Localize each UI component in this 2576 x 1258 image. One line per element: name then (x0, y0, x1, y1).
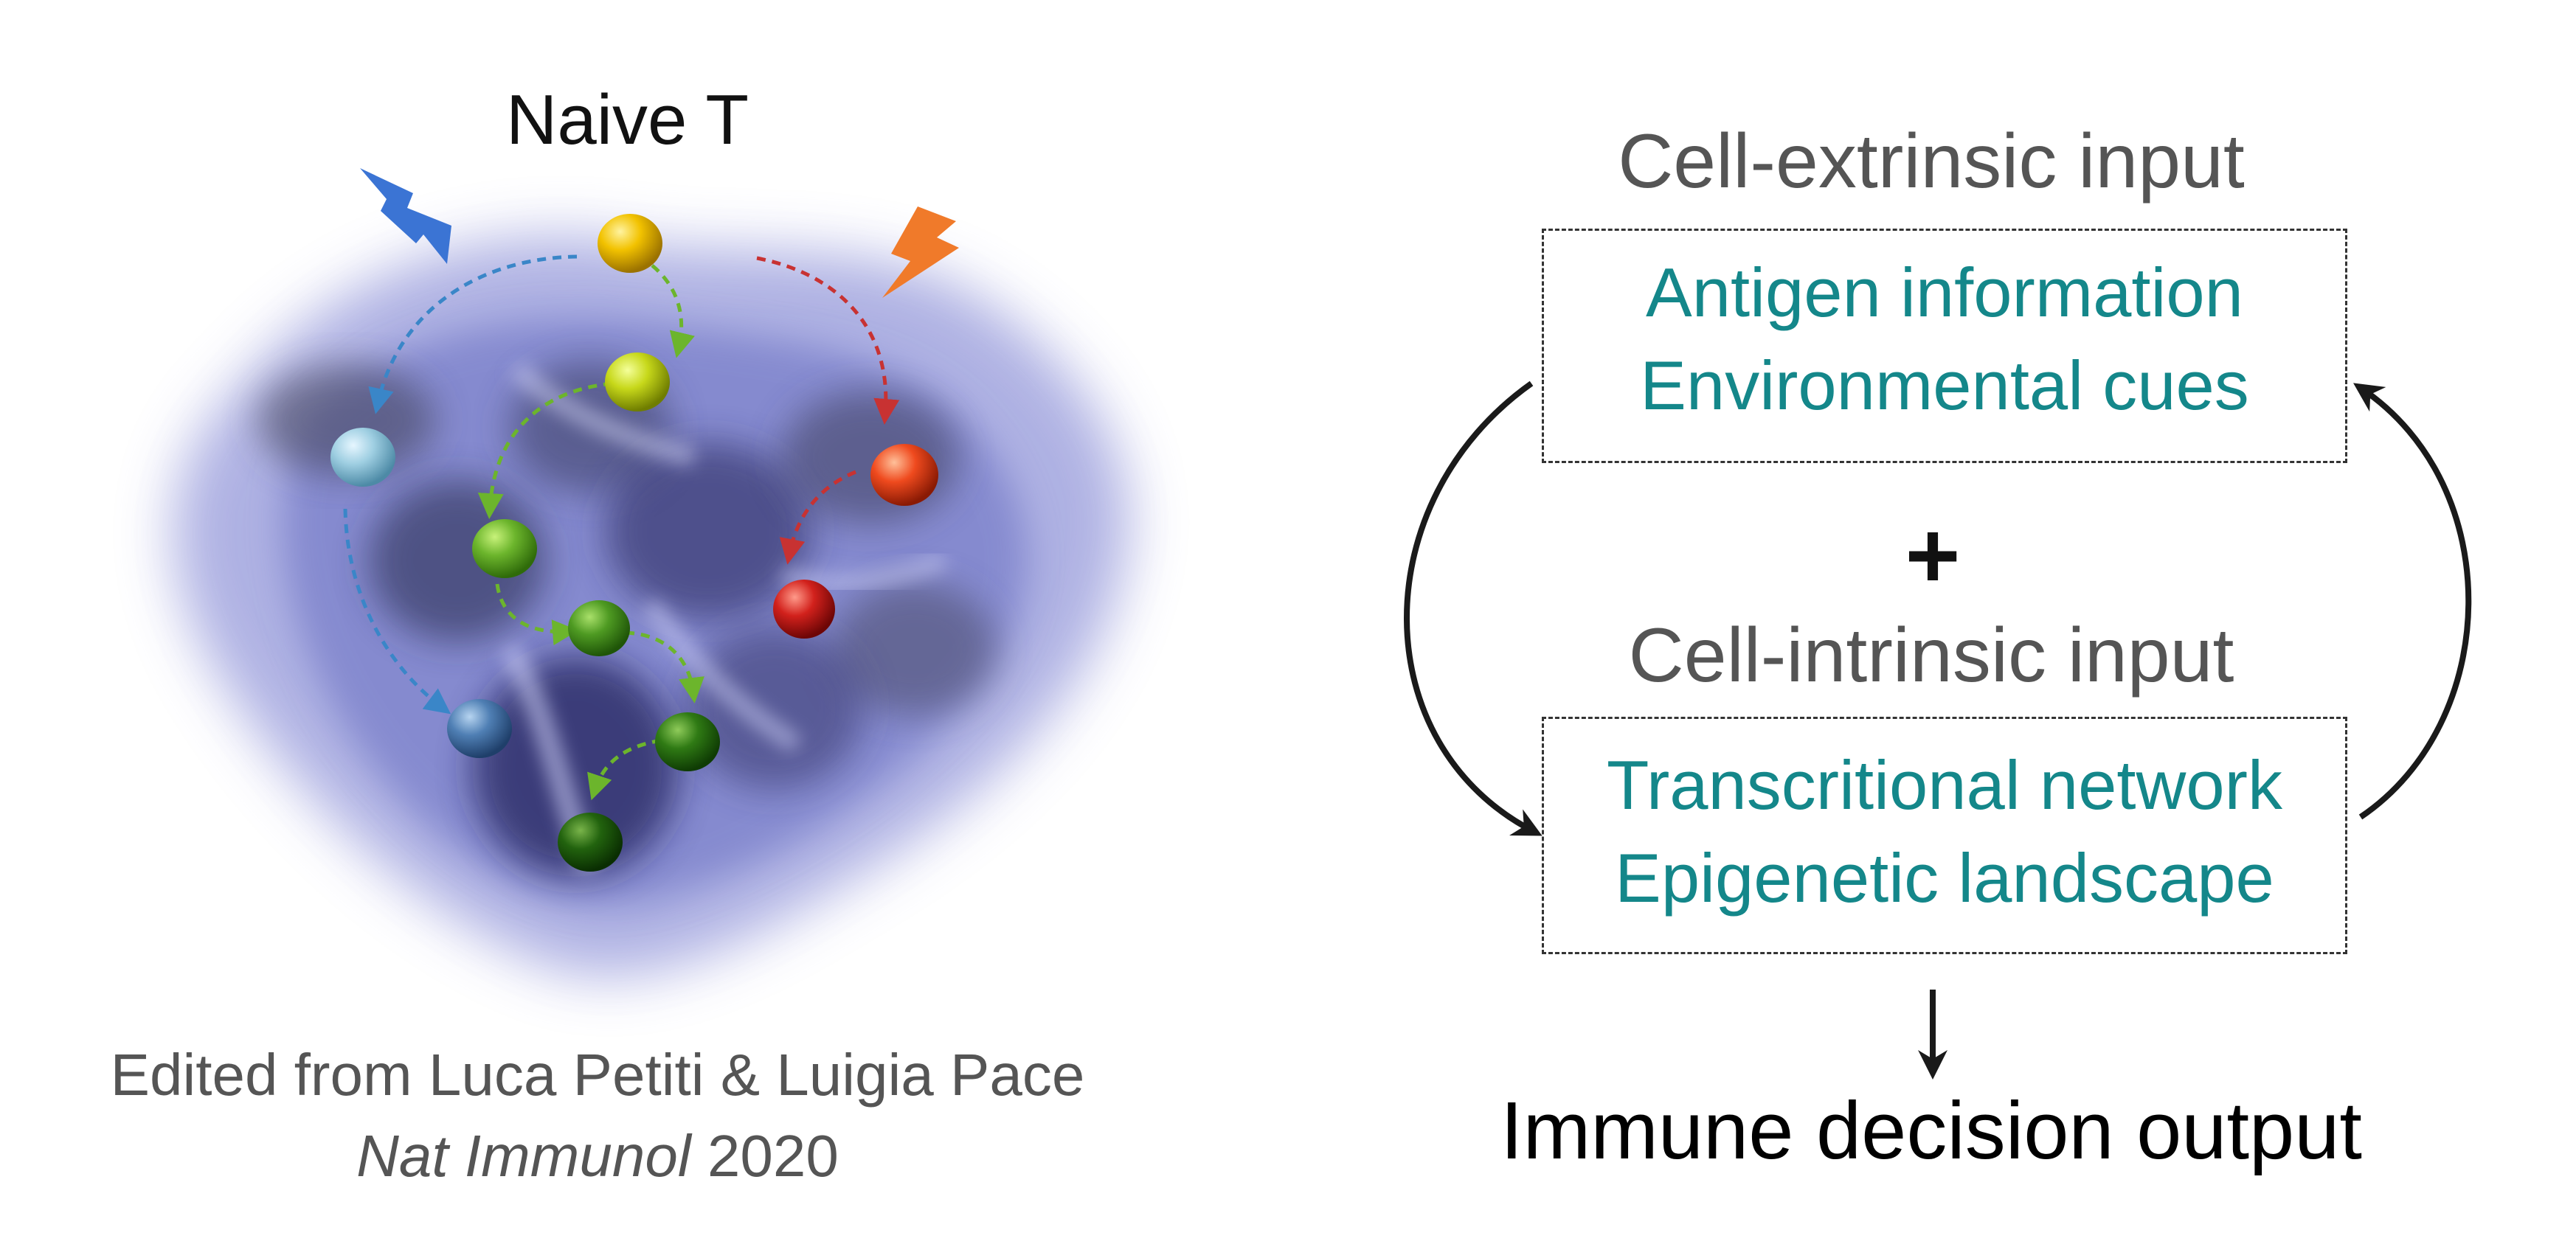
naive-t-cell (598, 214, 662, 273)
credit-line: Edited from Luca Petiti & Luigia Pace (110, 1042, 1085, 1108)
citation-line: Nat Immunol 2020 (0, 1122, 1195, 1190)
green-trajectory-3 (495, 583, 578, 646)
lightning-bolt-blue-icon (360, 168, 451, 264)
citation-year: 2020 (707, 1123, 839, 1189)
green-trajectory-4 (625, 630, 704, 703)
naive-t-label: Naive T (506, 80, 749, 159)
extrinsic-to-intrinsic-arrow (1404, 380, 1543, 836)
dark-green-cell-1 (655, 712, 720, 771)
journal-name: Nat Immunol (356, 1123, 691, 1189)
blue-trajectory-2 (343, 508, 451, 715)
red-trajectory-2 (779, 470, 856, 565)
green-cell-2 (568, 600, 630, 656)
blue-cell (447, 699, 512, 758)
extrinsic-item-antigen: Antigen information (1646, 254, 2243, 331)
dark-green-cell-2 (558, 813, 623, 872)
green-cell-1 (472, 519, 537, 578)
intrinsic-heading: Cell-intrinsic input (1628, 613, 2234, 698)
green-trajectory-5 (587, 738, 662, 801)
light-blue-cell (330, 428, 395, 487)
green-trajectory-1 (651, 264, 695, 358)
orange-red-cell (870, 444, 938, 506)
red-trajectory-1 (756, 256, 900, 425)
intrinsic-item-transcriptional: Transcritional network (1607, 746, 2282, 824)
blue-trajectory-1 (368, 254, 578, 414)
lightning-bolt-orange-icon (882, 206, 959, 298)
plus-sign: + (1905, 503, 1961, 608)
immune-decision-output: Immune decision output (1500, 1085, 2362, 1176)
intrinsic-to-extrinsic-arrow (2353, 383, 2472, 820)
intrinsic-input-box: Transcritional network Epigenetic landsc… (1542, 717, 2347, 954)
extrinsic-item-environment: Environmental cues (1640, 347, 2249, 424)
extrinsic-heading: Cell-extrinsic input (1618, 119, 2245, 204)
red-cell (773, 580, 835, 639)
green-trajectory-2 (477, 381, 613, 519)
lime-cell (605, 352, 670, 411)
trajectory-arrows (343, 254, 900, 801)
epigenetic-landscape (173, 236, 1129, 976)
cells (330, 214, 938, 872)
intrinsic-item-epigenetic: Epigenetic landscape (1615, 839, 2274, 917)
extrinsic-input-box: Antigen information Environmental cues (1542, 229, 2347, 463)
